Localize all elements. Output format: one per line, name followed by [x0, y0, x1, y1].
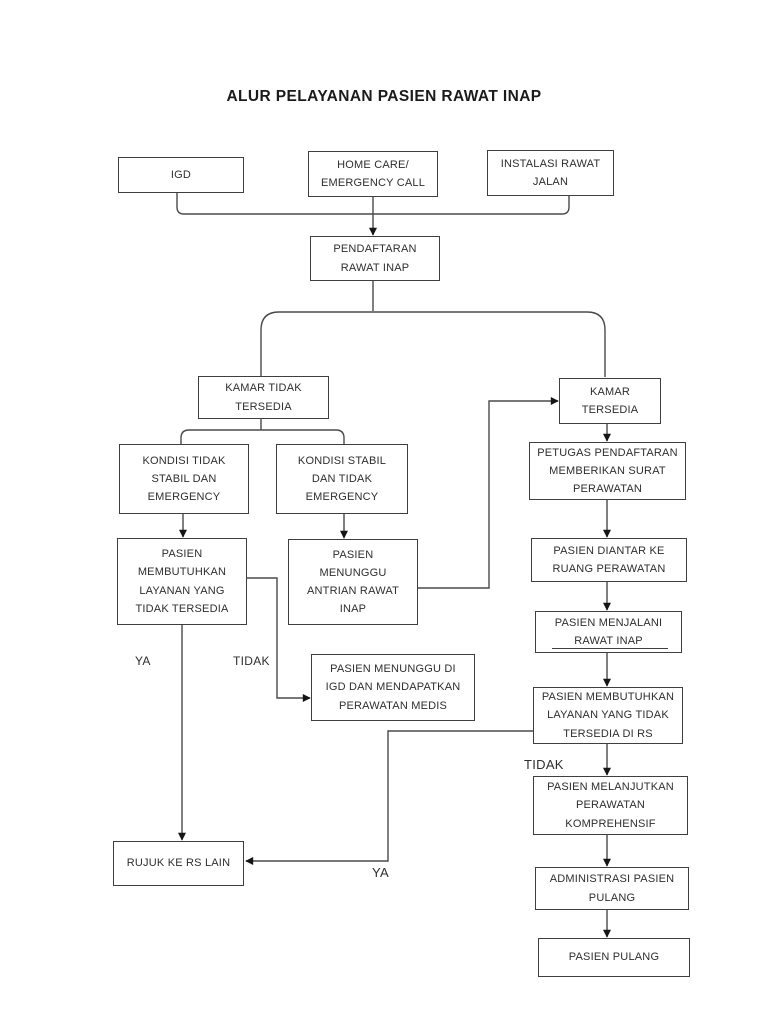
node-melanjutkan-perawatan: PASIEN MELANJUTKAN PERAWATAN KOMPREHENSI…: [533, 776, 688, 835]
node-instalasi-rawat-jalan-label: INSTALASI RAWAT JALAN: [500, 157, 601, 188]
node-menunggu-antrian: PASIEN MENUNGGU ANTRIAN RAWAT INAP: [288, 539, 418, 625]
page-title: ALUR PELAYANAN PASIEN RAWAT INAP: [226, 88, 542, 105]
node-igd: IGD: [118, 157, 244, 193]
node-igd-label: IGD: [170, 168, 192, 181]
edge-membutuhkan-rs-to-rujuk: [245, 730, 533, 865]
edge-label-tidak-right: TIDAK: [524, 757, 564, 772]
node-pasien-menjalani-label: PASIEN MENJALANI RAWAT INAP: [554, 616, 663, 647]
menjalani-underline: [552, 648, 668, 649]
node-pendaftaran-rawat-inap: PENDAFTARAN RAWAT INAP: [310, 236, 440, 281]
node-kondisi-tidak-stabil-label: KONDISI TIDAK STABIL DAN EMERGENCY: [142, 454, 226, 504]
node-pasien-diantar-label: PASIEN DIANTAR KE RUANG PERAWATAN: [552, 544, 666, 575]
edge-label-ya-left: YA: [135, 654, 151, 668]
node-petugas-pendaftaran-label: PETUGAS PENDAFTARAN MEMBERIKAN SURAT PER…: [537, 446, 678, 496]
node-melanjutkan-perawatan-label: PASIEN MELANJUTKAN PERAWATAN KOMPREHENSI…: [547, 781, 674, 830]
node-menunggu-antrian-label: PASIEN MENUNGGU ANTRIAN RAWAT INAP: [306, 548, 400, 616]
node-home-care-label: HOME CARE/ EMERGENCY CALL: [320, 158, 426, 189]
edge-kamar-tidak-split-bracket: [180, 429, 345, 444]
node-administrasi-pulang-label: ADMINISTRASI PASIEN PULANG: [549, 873, 675, 904]
node-administrasi-pulang: ADMINISTRASI PASIEN PULANG: [535, 867, 689, 910]
node-rujuk-ke-rs-lain-label: RUJUK KE RS LAIN: [126, 857, 231, 870]
node-menunggu-di-igd: PASIEN MENUNGGU DI IGD DAN MENDAPATKAN P…: [311, 654, 475, 721]
node-pasien-menjalani: PASIEN MENJALANI RAWAT INAP: [535, 611, 682, 653]
node-rujuk-ke-rs-lain: RUJUK KE RS LAIN: [113, 841, 244, 886]
node-pasien-pulang: PASIEN PULANG: [538, 938, 690, 977]
node-menunggu-di-igd-label: PASIEN MENUNGGU DI IGD DAN MENDAPATKAN P…: [325, 663, 461, 712]
node-pasien-pulang-label: PASIEN PULANG: [568, 951, 660, 964]
node-instalasi-rawat-jalan: INSTALASI RAWAT JALAN: [487, 150, 614, 196]
node-kamar-tersedia-label: KAMAR TERSEDIA: [581, 385, 639, 416]
node-pasien-diantar: PASIEN DIANTAR KE RUANG PERAWATAN: [531, 538, 687, 582]
edge-antrian-to-kamar-tersedia: [418, 397, 559, 589]
node-kondisi-stabil-label: KONDISI STABIL DAN TIDAK EMERGENCY: [297, 454, 387, 504]
edge-membutuhkan-to-menunggu-igd: [247, 577, 311, 702]
node-pasien-membutuhkan-layanan-label: PASIEN MEMBUTUHKAN LAYANAN YANG TIDAK TE…: [135, 548, 229, 615]
edge-label-ya-bottom: YA: [372, 865, 389, 880]
node-membutuhkan-layanan-rs: PASIEN MEMBUTUHKAN LAYANAN YANG TIDAK TE…: [533, 687, 683, 744]
edge-label-tidak-left: TIDAK: [233, 654, 270, 668]
node-kamar-tersedia: KAMAR TERSEDIA: [559, 378, 661, 424]
node-home-care: HOME CARE/ EMERGENCY CALL: [308, 151, 438, 197]
edge-pendaftaran-split-bracket: [260, 311, 606, 377]
node-pendaftaran-rawat-inap-label: PENDAFTARAN RAWAT INAP: [333, 243, 417, 274]
node-membutuhkan-layanan-rs-label: PASIEN MEMBUTUHKAN LAYANAN YANG TIDAK TE…: [541, 691, 675, 740]
node-kamar-tidak-tersedia-label: KAMAR TIDAK TERSEDIA: [225, 382, 302, 413]
node-pasien-membutuhkan-layanan: PASIEN MEMBUTUHKAN LAYANAN YANG TIDAK TE…: [117, 538, 247, 625]
node-kondisi-tidak-stabil: KONDISI TIDAK STABIL DAN EMERGENCY: [119, 444, 249, 514]
node-petugas-pendaftaran: PETUGAS PENDAFTARAN MEMBERIKAN SURAT PER…: [529, 442, 686, 500]
node-kondisi-stabil: KONDISI STABIL DAN TIDAK EMERGENCY: [276, 444, 408, 514]
node-kamar-tidak-tersedia: KAMAR TIDAK TERSEDIA: [198, 376, 329, 419]
